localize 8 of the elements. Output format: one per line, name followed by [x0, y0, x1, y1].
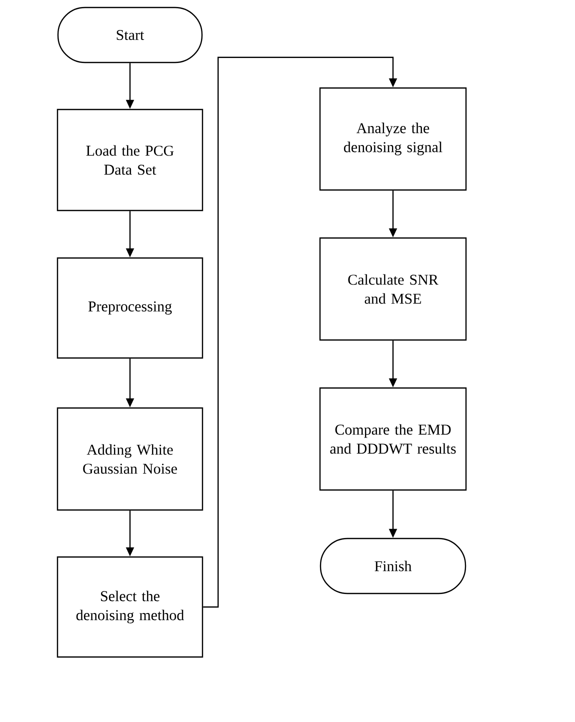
arrow: [203, 56, 398, 608]
process-box: Select the denoising method: [56, 556, 204, 658]
process-box: Compare the EMD and DDDWT results: [319, 387, 467, 491]
process-box: Preprocessing: [56, 257, 204, 359]
process-box: Calculate SNR and MSE: [319, 237, 467, 341]
process-box: Analyze the denoising signal: [319, 87, 467, 191]
process-box: Adding White Gaussian Noise: [56, 407, 204, 511]
process-box: Load the PCG Data Set: [56, 108, 204, 212]
